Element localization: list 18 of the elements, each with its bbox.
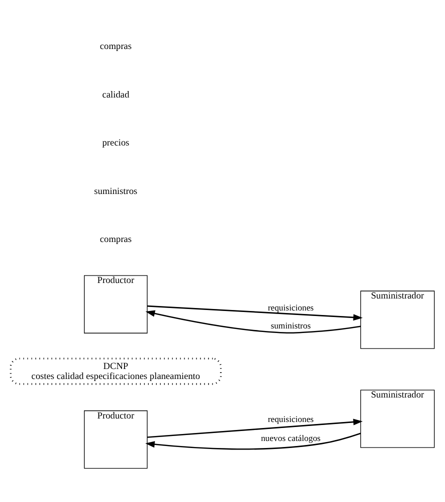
arrow xyxy=(146,310,361,334)
label: calidad xyxy=(102,90,130,100)
arrow xyxy=(145,432,361,450)
edge-label: nuevos catálogos xyxy=(260,432,321,443)
label: compras xyxy=(100,234,132,244)
node-box: Suministrador xyxy=(360,290,435,348)
node-box: Productor xyxy=(84,410,148,468)
arrow xyxy=(147,418,363,438)
node-box: Suministrador xyxy=(360,389,435,448)
label: precios xyxy=(102,138,130,148)
node-box: DCNP costes calidad especificaciones planeamiento xyxy=(10,357,222,384)
edge-label: suministros xyxy=(270,320,311,330)
label: compras xyxy=(100,42,132,52)
edge-label: requisiciones xyxy=(268,302,314,312)
node-box: Productor xyxy=(84,274,148,333)
arrow xyxy=(147,304,363,320)
edge-label: requisiciones xyxy=(268,413,314,424)
label: suministros xyxy=(94,186,138,196)
